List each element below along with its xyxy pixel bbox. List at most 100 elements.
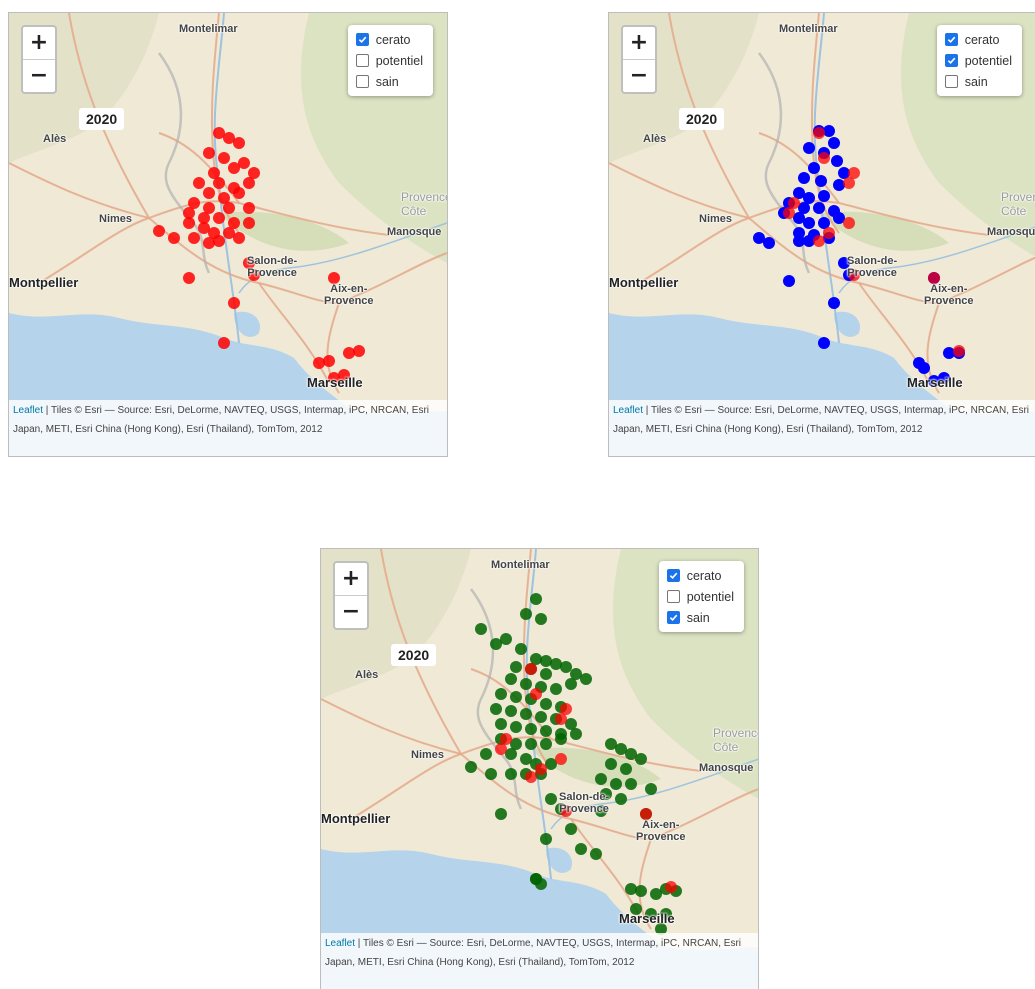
map-marker[interactable] — [560, 805, 572, 817]
zoom-out-button[interactable]: − — [23, 59, 55, 92]
map-marker[interactable] — [803, 235, 815, 247]
map-marker[interactable] — [343, 347, 355, 359]
map-marker[interactable] — [828, 137, 840, 149]
map-marker[interactable] — [218, 192, 230, 204]
map-marker[interactable] — [610, 778, 622, 790]
map-marker[interactable] — [183, 207, 195, 219]
map-marker[interactable] — [818, 190, 830, 202]
map-marker[interactable] — [803, 217, 815, 229]
map-marker[interactable] — [530, 688, 542, 700]
zoom-in-button[interactable]: + — [29, 30, 49, 55]
layer-toggle-cerato[interactable]: cerato — [355, 29, 423, 50]
map-marker[interactable] — [510, 738, 522, 750]
map-marker[interactable] — [615, 793, 627, 805]
map-marker[interactable] — [625, 778, 637, 790]
map-marker[interactable] — [213, 212, 225, 224]
map-marker[interactable] — [813, 127, 825, 139]
map-marker[interactable] — [783, 207, 795, 219]
map-marker[interactable] — [243, 202, 255, 214]
map-marker[interactable] — [228, 162, 240, 174]
map-marker[interactable] — [831, 155, 843, 167]
map-marker[interactable] — [203, 187, 215, 199]
map-marker[interactable] — [635, 885, 647, 897]
map-marker[interactable] — [838, 167, 850, 179]
map-marker[interactable] — [605, 758, 617, 770]
map-marker[interactable] — [248, 269, 260, 281]
map-marker[interactable] — [233, 137, 245, 149]
map-marker[interactable] — [580, 673, 592, 685]
map-marker[interactable] — [193, 177, 205, 189]
map-marker[interactable] — [815, 175, 827, 187]
map-marker[interactable] — [838, 257, 850, 269]
map-marker[interactable] — [153, 225, 165, 237]
map-marker[interactable] — [213, 177, 225, 189]
layer-checkbox[interactable] — [355, 75, 369, 88]
map-marker[interactable] — [818, 337, 830, 349]
map-marker[interactable] — [550, 683, 562, 695]
layer-toggle-potentiel[interactable]: potentiel — [944, 50, 1012, 71]
map-marker[interactable] — [798, 172, 810, 184]
map-marker[interactable] — [560, 703, 572, 715]
map-marker[interactable] — [783, 275, 795, 287]
map-marker[interactable] — [788, 197, 800, 209]
map-marker[interactable] — [640, 808, 652, 820]
map-marker[interactable] — [600, 788, 612, 800]
map-marker[interactable] — [243, 217, 255, 229]
map-marker[interactable] — [530, 593, 542, 605]
map-marker[interactable] — [530, 873, 542, 885]
map-marker[interactable] — [763, 237, 775, 249]
map-marker[interactable] — [540, 668, 552, 680]
map-marker[interactable] — [520, 708, 532, 720]
map-marker[interactable] — [813, 202, 825, 214]
layer-checkbox[interactable] — [355, 33, 369, 46]
map-marker[interactable] — [540, 698, 552, 710]
layer-toggle-cerato[interactable]: cerato — [666, 565, 734, 586]
map-marker[interactable] — [495, 718, 507, 730]
map-marker[interactable] — [233, 232, 245, 244]
map-marker[interactable] — [818, 217, 830, 229]
map-marker[interactable] — [188, 197, 200, 209]
map-marker[interactable] — [953, 345, 965, 357]
map-marker[interactable] — [520, 753, 532, 765]
map-marker[interactable] — [818, 152, 830, 164]
map-marker[interactable] — [655, 923, 667, 935]
map-marker[interactable] — [203, 147, 215, 159]
map-marker[interactable] — [555, 753, 567, 765]
map-marker[interactable] — [338, 369, 350, 381]
map-marker[interactable] — [808, 162, 820, 174]
map-marker[interactable] — [943, 347, 955, 359]
map-marker[interactable] — [218, 337, 230, 349]
map-marker[interactable] — [490, 638, 502, 650]
map-marker[interactable] — [183, 272, 195, 284]
map-marker[interactable] — [223, 227, 235, 239]
map-marker[interactable] — [615, 743, 627, 755]
layer-checkbox[interactable] — [944, 75, 958, 88]
map-marker[interactable] — [313, 357, 325, 369]
map-marker[interactable] — [525, 663, 537, 675]
map-marker[interactable] — [233, 187, 245, 199]
map-marker[interactable] — [565, 678, 577, 690]
layer-checkbox[interactable] — [944, 33, 958, 46]
map-marker[interactable] — [823, 125, 835, 137]
map-marker[interactable] — [555, 733, 567, 745]
map-marker[interactable] — [500, 733, 512, 745]
map-marker[interactable] — [833, 212, 845, 224]
map-marker[interactable] — [465, 761, 477, 773]
map-marker[interactable] — [570, 728, 582, 740]
map-marker[interactable] — [505, 748, 517, 760]
map-marker[interactable] — [223, 202, 235, 214]
map-marker[interactable] — [505, 768, 517, 780]
map-marker[interactable] — [238, 157, 250, 169]
map-marker[interactable] — [203, 237, 215, 249]
map-marker[interactable] — [198, 222, 210, 234]
map-marker[interactable] — [828, 297, 840, 309]
zoom-in-button[interactable]: + — [341, 566, 361, 591]
map-marker[interactable] — [833, 179, 845, 191]
map-marker[interactable] — [798, 202, 810, 214]
layer-checkbox[interactable] — [666, 590, 680, 603]
map-marker[interactable] — [570, 668, 582, 680]
map-marker[interactable] — [168, 232, 180, 244]
map-marker[interactable] — [535, 711, 547, 723]
